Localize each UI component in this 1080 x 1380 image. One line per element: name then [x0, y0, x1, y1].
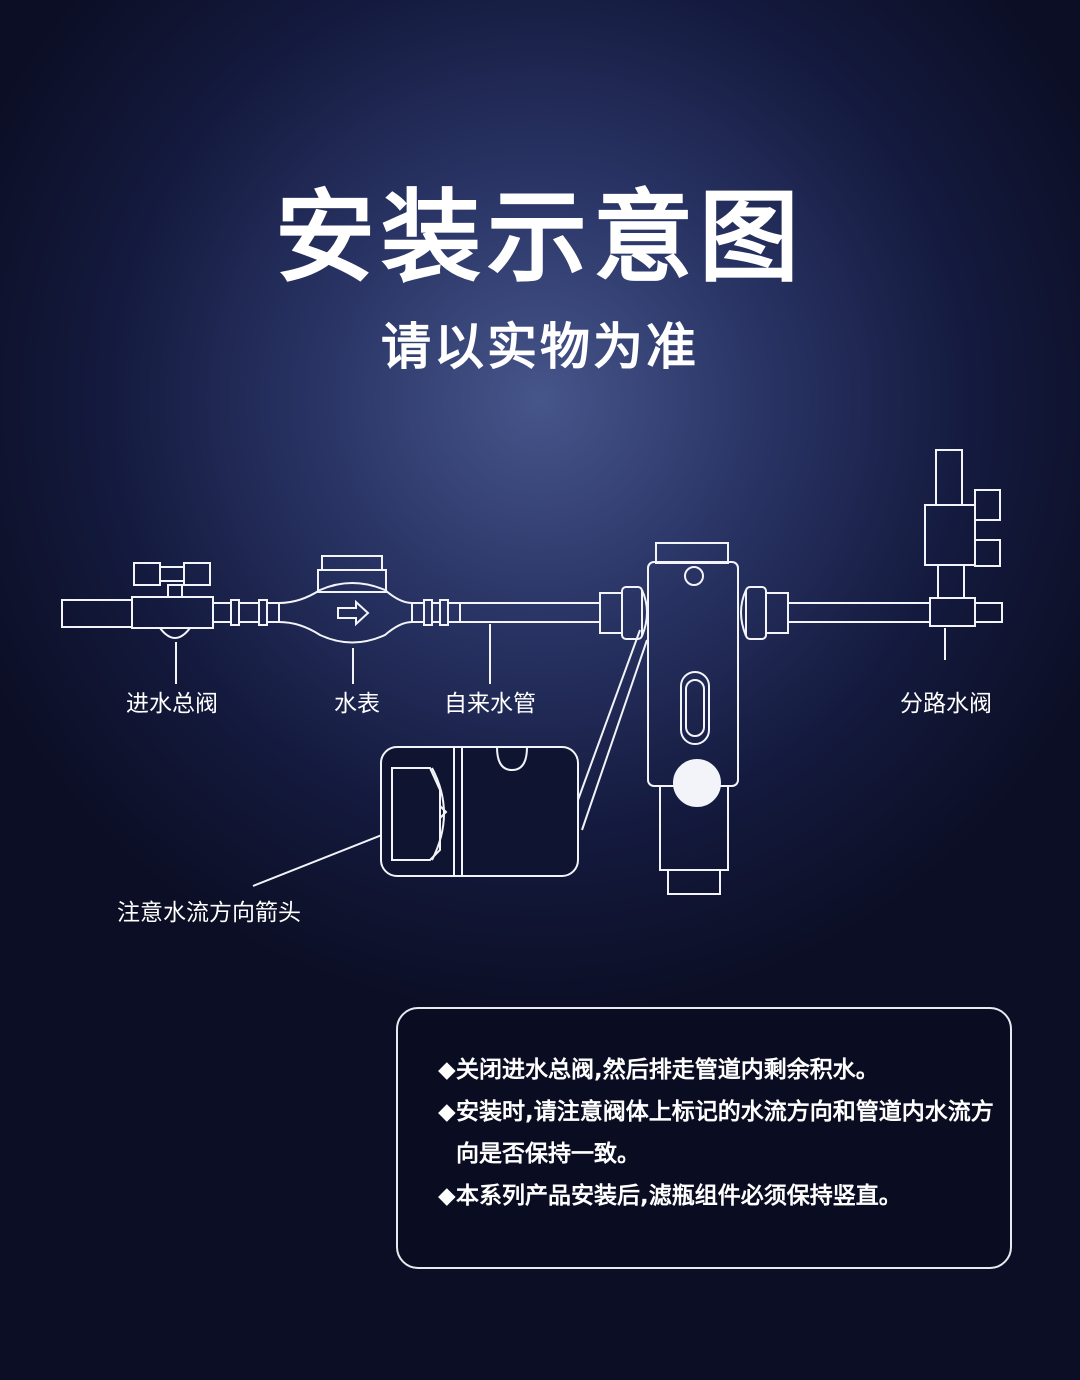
- zoom-inset: [380, 746, 579, 877]
- flow-arrow-icon: [337, 599, 370, 627]
- bullet-diamond-icon: ◆: [438, 1057, 456, 1083]
- arrow-mark-icon: [439, 805, 448, 819]
- main-valve: [61, 562, 214, 639]
- note-item: ◆本系列产品安装后,滤瓶组件必须保持竖直。: [438, 1175, 1010, 1217]
- branch-valve: [924, 449, 1003, 627]
- bullet-diamond-icon: ◆: [438, 1099, 456, 1125]
- label-water-meter: 水表: [334, 691, 380, 717]
- notes-box: ◆关闭进水总阀,然后排走管道内剩余积水。 ◆安装时,请注意阀体上标记的水流方向和…: [396, 1007, 1012, 1269]
- couplings-middle: [411, 599, 461, 626]
- water-meter: [278, 555, 413, 644]
- note-item: ◆关闭进水总阀,然后排走管道内剩余积水。: [438, 1049, 1010, 1091]
- tap-pipe: [459, 602, 601, 623]
- outlet-pipe: [787, 602, 931, 623]
- filter: [599, 542, 789, 895]
- label-flow-arrow-note: 注意水流方向箭头: [117, 900, 301, 926]
- note-item: ◆安装时,请注意阀体上标记的水流方向和管道内水流方向是否保持一致。: [438, 1091, 1010, 1175]
- page-subtitle: 请以实物为准: [381, 318, 699, 376]
- bullet-diamond-icon: ◆: [438, 1183, 456, 1209]
- label-main-valve: 进水总阀: [126, 691, 218, 717]
- label-tap-pipe: 自来水管: [444, 691, 536, 717]
- page-title: 安装示意图: [275, 179, 805, 296]
- couplings-left: [212, 599, 280, 626]
- label-branch-valve: 分路水阀: [900, 691, 992, 717]
